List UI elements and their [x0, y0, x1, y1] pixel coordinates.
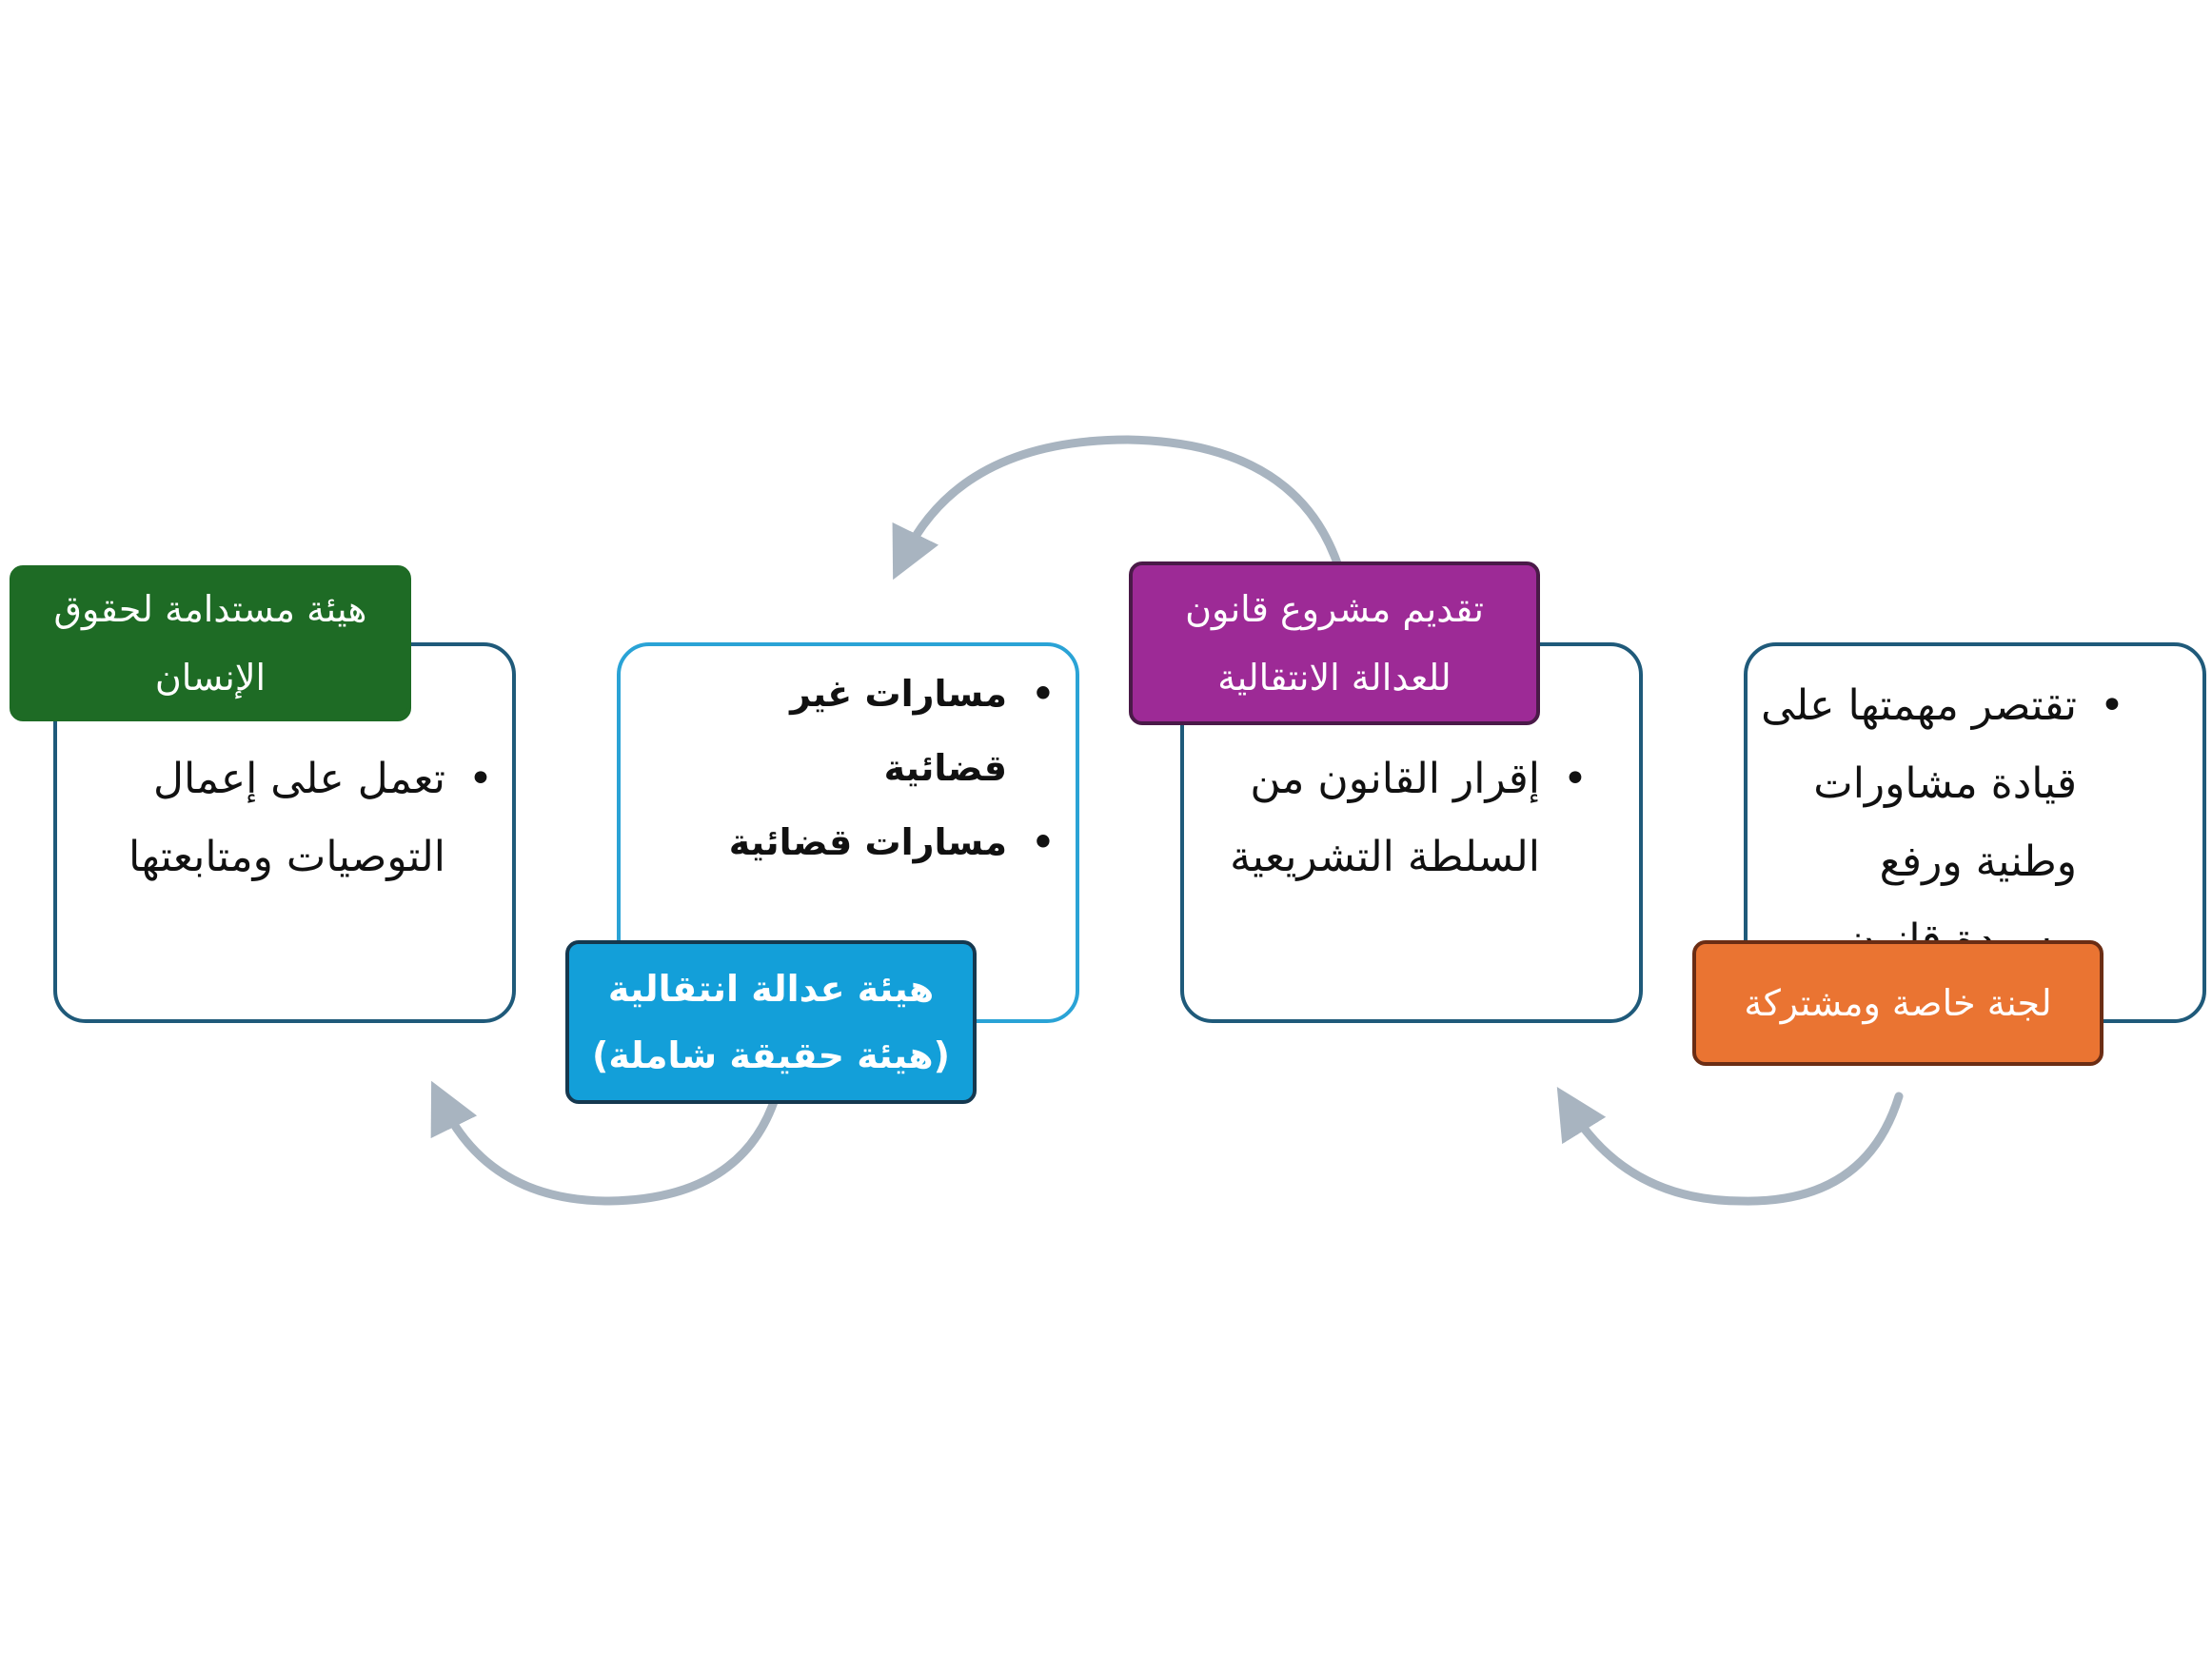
rights-body-tag: هيئة مستدامة لحقوق الإنسان	[10, 565, 411, 721]
tj-commission-bullets: مسارات غير قضائية مسارات قضائية	[662, 657, 1062, 879]
draft-law-bullet-1: إقرار القانون من السلطة التشريعية	[1215, 740, 1595, 896]
rights-body-bullets: تعمل على إعمال التوصيات ومتابعتها	[101, 740, 501, 896]
tj-commission-title: هيئة عدالة انتقالية (هيئة حقيقة شاملة)	[592, 968, 950, 1076]
committee-bullet-1: تقتصر مهمتها على قيادة مشاورات وطنية ورف…	[1751, 667, 2132, 979]
arrow-law-to-commission	[892, 435, 1342, 581]
committee-tag: لجنة خاصة ومشتركة	[1692, 940, 2103, 1066]
rights-body-bullet-1: تعمل على إعمال التوصيات ومتابعتها	[101, 740, 501, 896]
arrow-commission-to-rights-body	[430, 1080, 780, 1206]
draft-law-bullets: إقرار القانون من السلطة التشريعية	[1215, 740, 1595, 896]
tj-commission-bullet-2: مسارات قضائية	[662, 805, 1062, 879]
committee-bullets: تقتصر مهمتها على قيادة مشاورات وطنية ورف…	[1751, 667, 2132, 979]
arrow-committee-to-law	[1556, 1087, 1904, 1206]
draft-law-title: تقديم مشروع قانون للعدالة الانتقالية	[1185, 588, 1484, 699]
rights-body-title: هيئة مستدامة لحقوق الإنسان	[53, 588, 367, 699]
tj-commission-tag: هيئة عدالة انتقالية (هيئة حقيقة شاملة)	[565, 940, 977, 1104]
tj-commission-bullet-1: مسارات غير قضائية	[662, 657, 1062, 805]
committee-title: لجنة خاصة ومشتركة	[1744, 982, 2052, 1024]
draft-law-tag: تقديم مشروع قانون للعدالة الانتقالية	[1129, 561, 1540, 725]
